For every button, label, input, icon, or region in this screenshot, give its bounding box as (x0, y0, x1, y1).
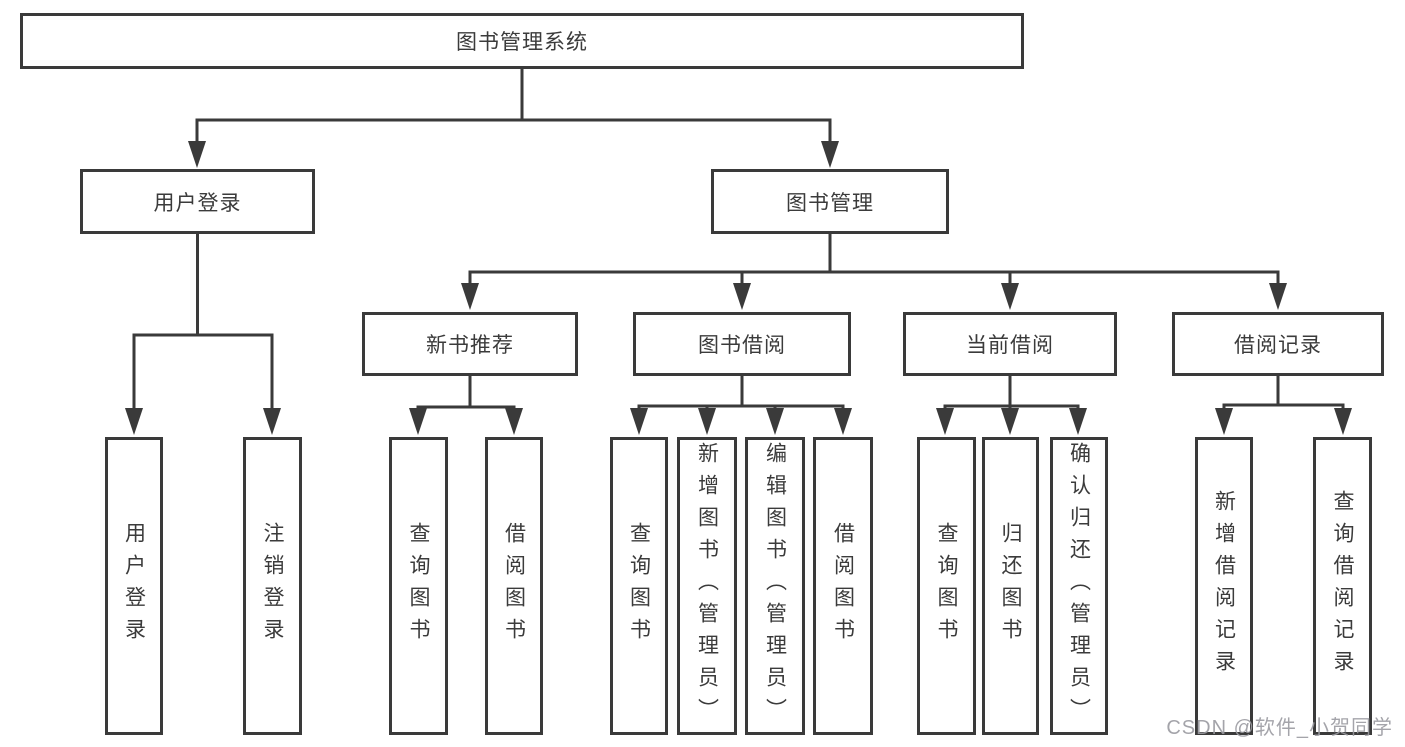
node-root-system: 图书管理系统 (20, 13, 1024, 69)
node-root-system-label: 图书管理系统 (456, 31, 588, 54)
leaf-user-login: 用户登录 (105, 437, 163, 735)
leaf-add-borrow-record: 新增借阅记录 (1195, 437, 1253, 735)
node-book-management: 图书管理 (711, 169, 949, 234)
leaf-confirm-return-admin: 确认归还（管理员） (1050, 437, 1108, 735)
node-book-borrow-label: 图书借阅 (698, 334, 786, 357)
leaf-query-book-recommend-label: 查询图书 (407, 522, 430, 650)
leaf-return-book-label: 归还图书 (999, 522, 1022, 650)
leaf-query-borrow-record-label: 查询借阅记录 (1331, 490, 1354, 682)
node-user-login: 用户登录 (80, 169, 315, 234)
leaf-borrow-book-recommend: 借阅图书 (485, 437, 543, 735)
leaf-logout: 注销登录 (243, 437, 302, 735)
leaf-borrow-book: 借阅图书 (813, 437, 873, 735)
arrowheads (125, 141, 1352, 435)
leaf-edit-book-admin-label: 编辑图书（管理员） (763, 442, 787, 730)
leaf-return-book: 归还图书 (982, 437, 1039, 735)
node-book-management-label: 图书管理 (786, 191, 874, 215)
leaf-add-borrow-record-label: 新增借阅记录 (1212, 490, 1236, 682)
node-borrow-record: 借阅记录 (1172, 312, 1384, 376)
leaf-borrow-book-recommend-label: 借阅图书 (502, 522, 526, 650)
node-new-book-recommend: 新书推荐 (362, 312, 578, 376)
leaf-user-login-label: 用户登录 (122, 522, 146, 650)
leaf-logout-label: 注销登录 (261, 522, 284, 650)
leaf-query-book-current-label: 查询图书 (935, 522, 958, 650)
node-current-borrow-label: 当前借阅 (966, 334, 1054, 357)
leaf-add-book-admin-label: 新增图书（管理员） (695, 442, 719, 730)
leaf-borrow-book-label: 借阅图书 (831, 522, 855, 650)
csdn-watermark: CSDN @软件_小贺同学 (1166, 717, 1393, 739)
node-book-borrow: 图书借阅 (633, 312, 851, 376)
node-current-borrow: 当前借阅 (903, 312, 1117, 376)
leaf-add-book-admin: 新增图书（管理员） (677, 437, 737, 735)
node-user-login-label: 用户登录 (153, 191, 242, 215)
leaf-confirm-return-admin-label: 确认归还（管理员） (1067, 442, 1091, 730)
node-borrow-record-label: 借阅记录 (1234, 334, 1322, 357)
node-new-book-recommend-label: 新书推荐 (426, 334, 514, 357)
leaf-edit-book-admin: 编辑图书（管理员） (745, 437, 805, 735)
leaf-query-book-recommend: 查询图书 (389, 437, 448, 735)
leaf-query-book-current: 查询图书 (917, 437, 976, 735)
leaf-query-borrow-record: 查询借阅记录 (1313, 437, 1372, 735)
leaf-query-book-borrow: 查询图书 (610, 437, 668, 735)
leaf-query-book-borrow-label: 查询图书 (627, 522, 651, 650)
